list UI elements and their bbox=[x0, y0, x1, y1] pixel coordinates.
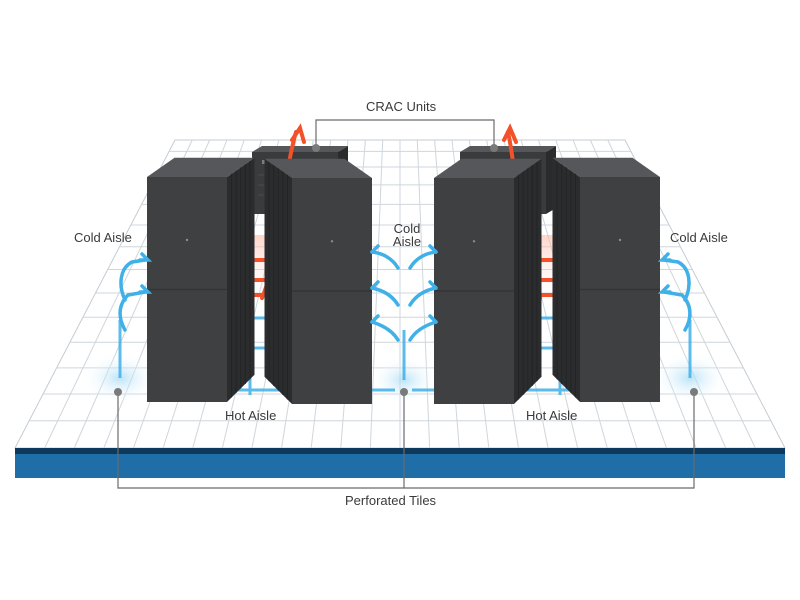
cold-aisle-center-label-line1: Cold bbox=[393, 221, 421, 236]
server-rack-rows bbox=[147, 157, 660, 404]
floor-front-band bbox=[15, 454, 785, 478]
raised-floor bbox=[14, 139, 786, 478]
cold-aisle-left-label: Cold Aisle bbox=[74, 230, 132, 245]
hot-aisle-left-label: Hot Aisle bbox=[225, 408, 277, 423]
rack-row-2-top bbox=[264, 158, 372, 178]
rack-row-3-top bbox=[434, 158, 542, 178]
hot-aisle-right-label: Hot Aisle bbox=[526, 408, 578, 423]
crac-units-label: CRAC Units bbox=[366, 99, 437, 114]
perforated-tiles-label: Perforated Tiles bbox=[345, 493, 437, 508]
cold-aisle-center-label: Cold Aisle bbox=[390, 222, 424, 248]
cold-aisle-right-label: Cold Aisle bbox=[670, 230, 728, 245]
cold-aisle-center-label-line2: Aisle bbox=[392, 234, 422, 249]
rack-row-1-top bbox=[147, 157, 255, 177]
cold-air-arrows bbox=[118, 244, 692, 342]
callout-lines bbox=[117, 119, 695, 489]
floor-edge bbox=[15, 448, 785, 454]
callout-dots bbox=[114, 144, 698, 396]
rack-row-4-top bbox=[552, 157, 660, 177]
